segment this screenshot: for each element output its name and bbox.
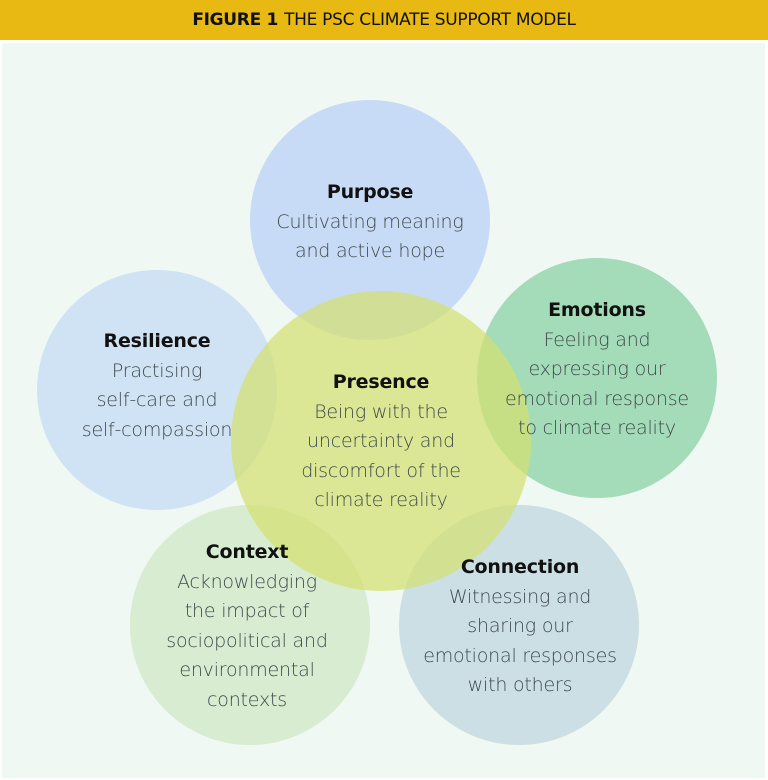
node-presence: Presence Being with the uncertainty and … (261, 368, 501, 516)
node-title: Emotions (548, 299, 646, 321)
node-context: Context Acknowledging the impact of soci… (127, 538, 367, 715)
node-connection: Connection Witnessing and sharing our em… (400, 553, 640, 701)
figure-title: THE PSC CLIMATE SUPPORT MODEL (284, 10, 576, 30)
node-description: Practising self-care and self-compassion (81, 359, 233, 441)
node-title: Context (205, 541, 289, 563)
node-title: Purpose (326, 181, 414, 203)
node-resilience: Resilience Practising self-care and self… (37, 327, 277, 445)
node-title: Presence (332, 371, 430, 393)
circle-emotions (477, 258, 717, 498)
node-emotions: Emotions Feeling and expressing our emot… (477, 296, 717, 444)
circle-resilience (37, 270, 277, 510)
node-title: Resilience (103, 330, 211, 352)
node-description: Being with the uncertainty and discomfor… (301, 400, 461, 512)
figure-header: FIGURE 1 THE PSC CLIMATE SUPPORT MODEL (0, 0, 768, 40)
node-title: Connection (460, 556, 580, 578)
node-description: Witnessing and sharing our emotional res… (423, 585, 617, 697)
figure-label: FIGURE 1 (192, 10, 279, 30)
circle-presence (231, 291, 531, 591)
node-description: Feeling and expressing our emotional res… (505, 328, 689, 440)
node-description: Cultivating meaning and active hope (276, 210, 464, 263)
circle-purpose (250, 100, 490, 340)
node-description: Acknowledging the impact of sociopolitic… (166, 570, 328, 711)
node-purpose: Purpose Cultivating meaning and active h… (250, 178, 490, 267)
